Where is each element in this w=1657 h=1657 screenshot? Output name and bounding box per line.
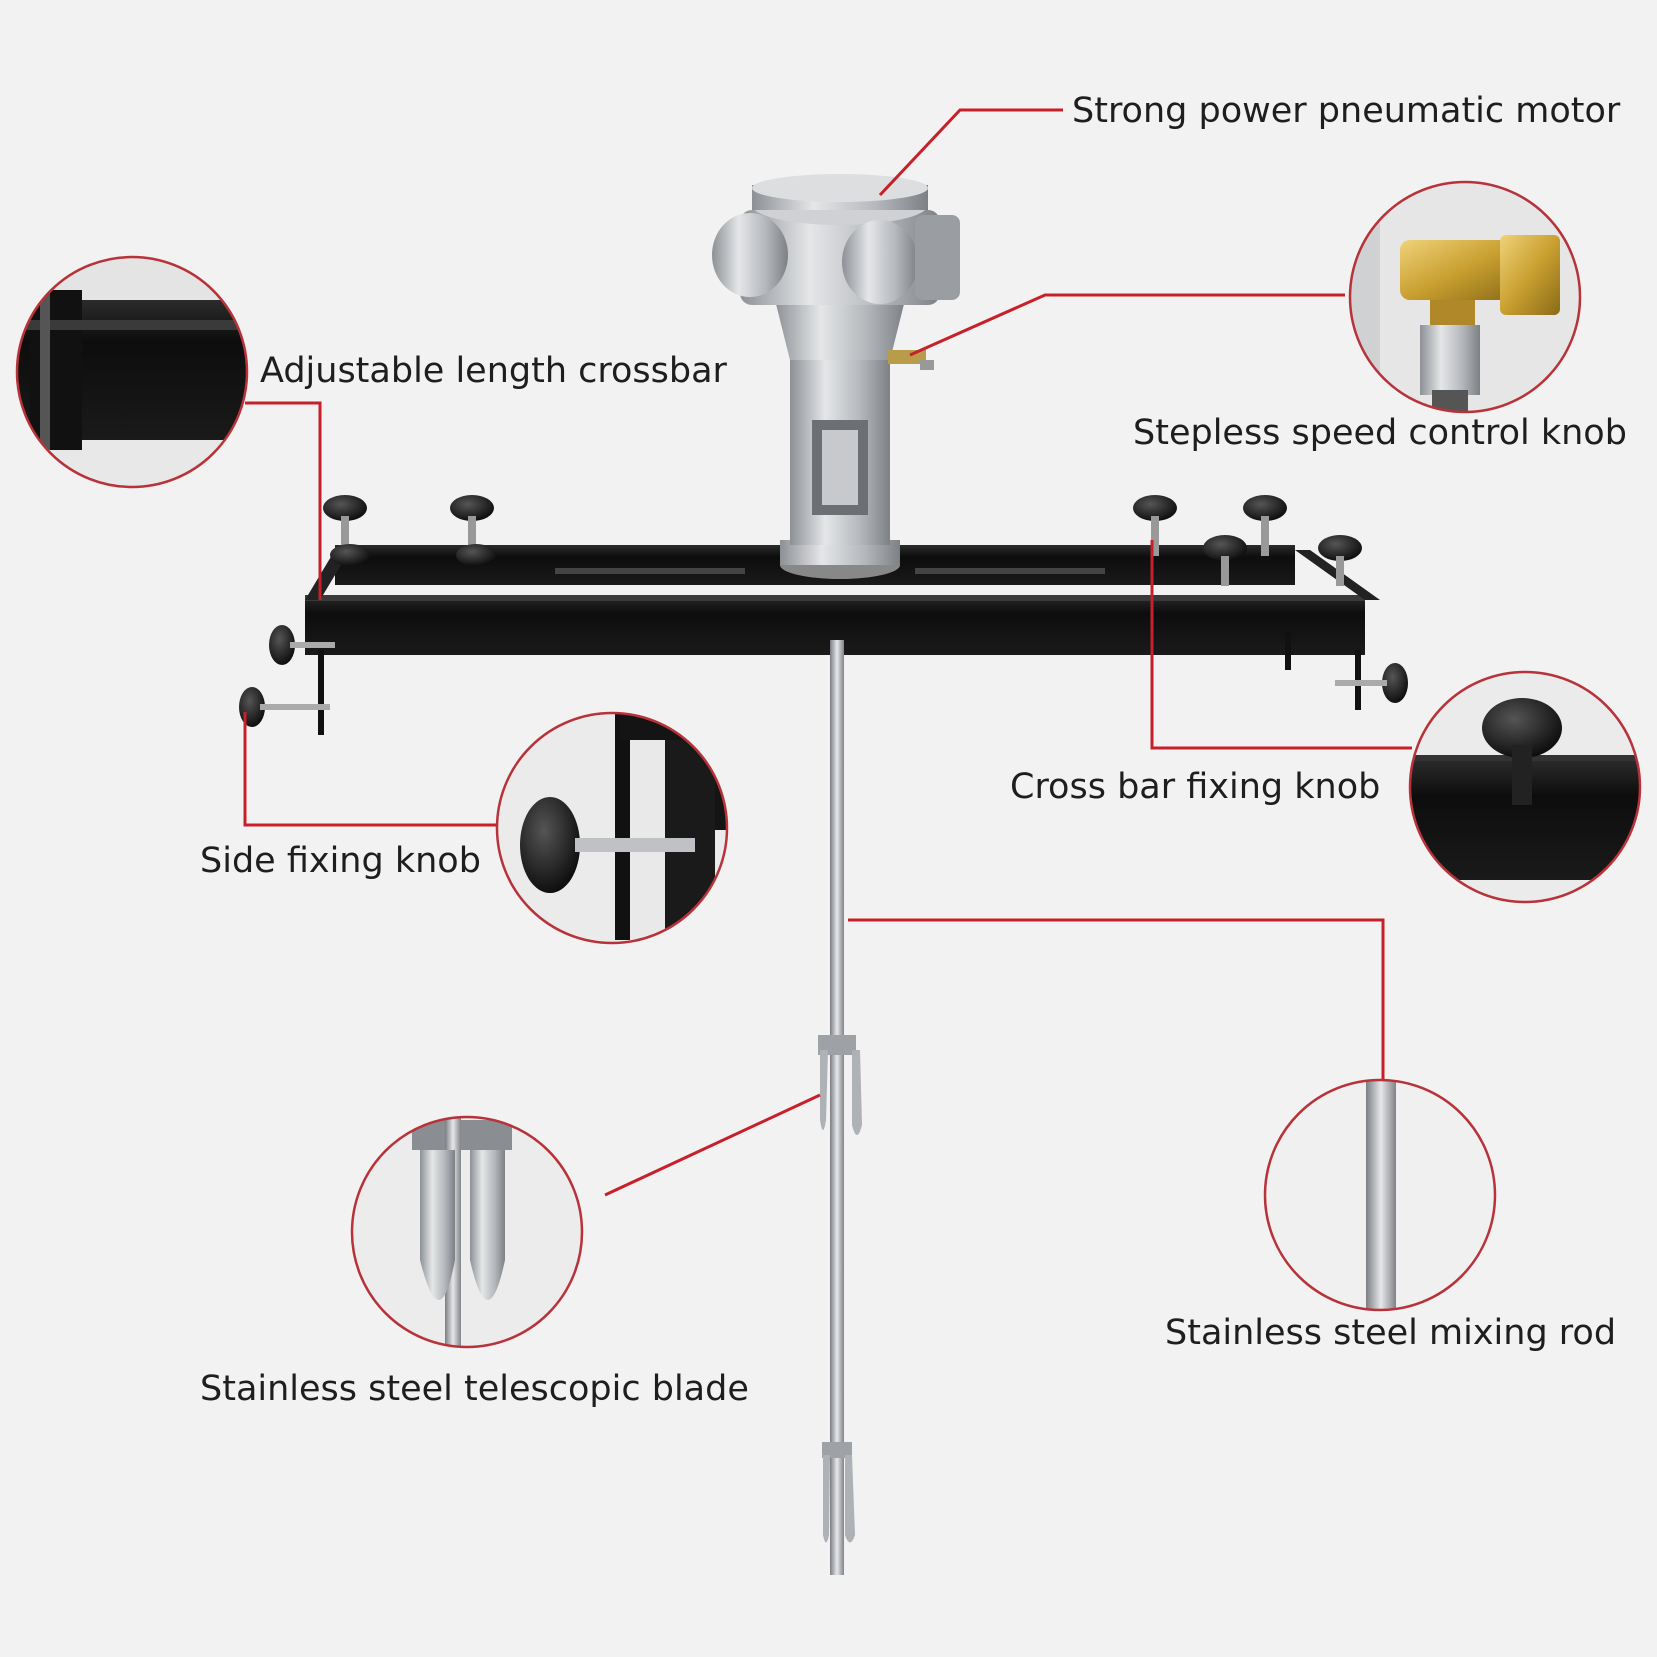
detail-circle-speed-knob (1348, 180, 1582, 414)
leader-lines (243, 108, 1412, 1197)
label-mixing-rod: Stainless steel mixing rod (1165, 1313, 1617, 1353)
label-blade: Stainless steel telescopic blade (200, 1369, 749, 1409)
label-crossbar: Adjustable length crossbar (260, 351, 727, 391)
detail-circle-blade (350, 1115, 584, 1349)
label-crossbar-knob: Cross bar fixing knob (1010, 767, 1381, 807)
label-side-knob: Side fixing knob (200, 841, 481, 881)
label-motor: Strong power pneumatic motor (1072, 91, 1621, 131)
frame-knobs (239, 495, 1408, 727)
detail-circle-side-knob (495, 711, 729, 945)
detail-circle-crossbar-knob (1408, 670, 1642, 904)
pneumatic-motor (712, 174, 960, 579)
label-speed-knob: Stepless speed control knob (1133, 413, 1627, 453)
detail-circle-rod (1263, 1078, 1497, 1312)
detail-circle-crossbar (15, 255, 249, 489)
mixing-rod (818, 640, 862, 1575)
